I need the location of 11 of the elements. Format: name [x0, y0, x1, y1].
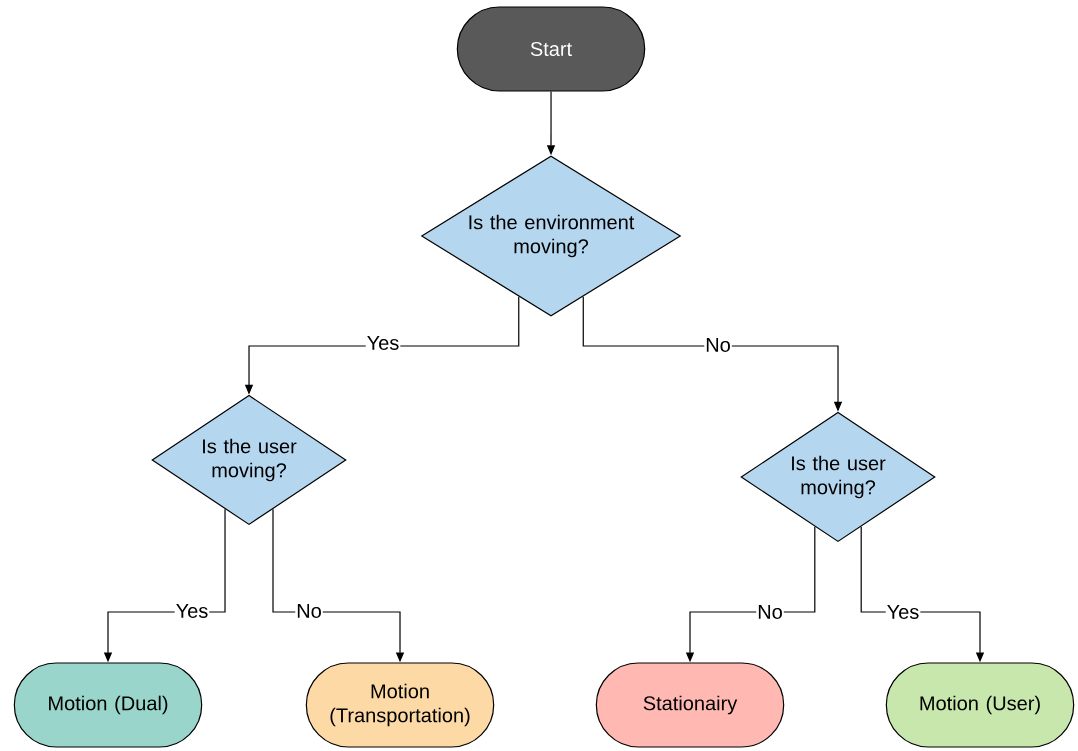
- edge-label: No: [704, 337, 732, 353]
- end-terminal: Motion (Dual): [13, 662, 203, 748]
- edge-label: Yes: [365, 335, 401, 351]
- end-terminal: Stationairy: [595, 662, 785, 748]
- edge-label: Yes: [174, 603, 210, 619]
- edge-label: No: [295, 603, 323, 619]
- start-terminal: Start: [456, 6, 646, 92]
- edge-label: No: [756, 604, 784, 620]
- end-terminal: Motion (User): [885, 662, 1075, 748]
- end-terminal: Motion (Transportation): [305, 662, 495, 748]
- edge-label: Yes: [885, 604, 921, 620]
